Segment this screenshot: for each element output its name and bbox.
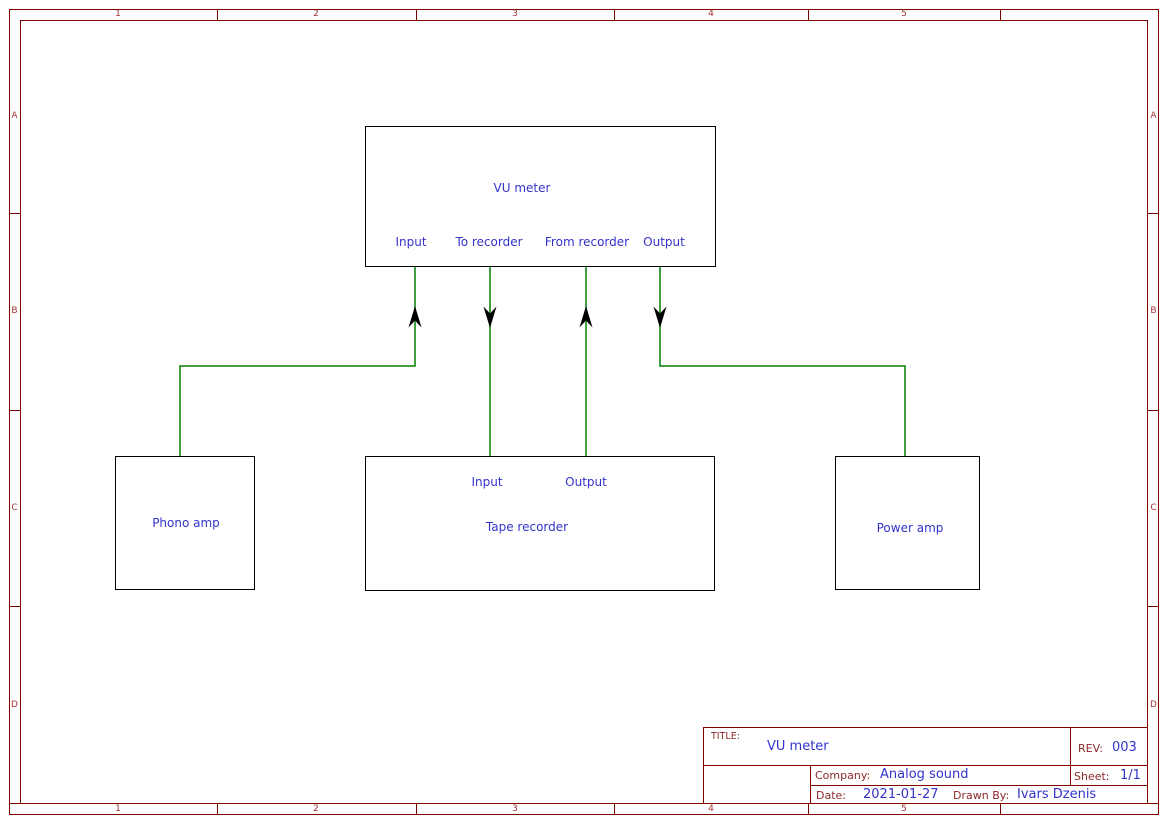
frame-tick xyxy=(1148,410,1159,411)
rev-label: REV: xyxy=(1078,742,1103,755)
date-value: 2021-01-27 xyxy=(863,787,939,802)
arrowhead-up-icon xyxy=(408,306,422,328)
block-vu-meter[interactable] xyxy=(365,126,716,267)
sheet-label: Sheet: xyxy=(1074,770,1110,783)
title-value: VU meter xyxy=(767,739,829,754)
column-label-top: 3 xyxy=(512,9,518,19)
vu-meter-port-output: Output xyxy=(643,235,685,249)
frame-tick xyxy=(614,9,615,20)
company-value: Analog sound xyxy=(880,767,969,782)
column-label-top: 5 xyxy=(901,9,907,19)
title-label: TITLE: xyxy=(711,731,740,742)
frame-tick xyxy=(9,606,20,607)
wire-vu-output-to-power[interactable] xyxy=(659,267,906,456)
row-label-right: C xyxy=(1150,503,1157,513)
frame-tick xyxy=(808,804,809,815)
title-block-divider xyxy=(1070,727,1071,785)
company-label: Company: xyxy=(815,769,871,782)
arrowhead-down-icon xyxy=(653,306,667,328)
tape-recorder-port-output: Output xyxy=(565,475,607,489)
frame-tick xyxy=(1000,9,1001,20)
column-label-bottom: 4 xyxy=(708,804,714,814)
column-label-bottom: 1 xyxy=(115,804,121,814)
vu-meter-title: VU meter xyxy=(493,181,551,195)
title-block-divider xyxy=(703,765,1148,766)
row-label-right: D xyxy=(1150,700,1157,710)
column-label-bottom: 5 xyxy=(901,804,907,814)
row-label-right: A xyxy=(1150,111,1157,121)
vu-meter-port-to-recorder: To recorder xyxy=(455,235,523,249)
frame-tick xyxy=(808,9,809,20)
frame-tick xyxy=(1000,804,1001,815)
title-block-divider xyxy=(810,785,1148,786)
row-label-left: B xyxy=(11,306,18,316)
drawn-by-value: Ivars Dzenis xyxy=(1017,787,1097,802)
tape-recorder-port-input: Input xyxy=(471,475,503,489)
power-amp-title: Power amp xyxy=(876,521,944,535)
vu-meter-port-from-recorder: From recorder xyxy=(544,235,630,249)
row-label-right: B xyxy=(1150,306,1157,316)
arrowhead-up-icon xyxy=(579,306,593,328)
vu-meter-port-input: Input xyxy=(395,235,427,249)
wire-phono-to-vu-input[interactable] xyxy=(179,267,416,456)
drawn-by-label: Drawn By: xyxy=(953,789,1010,802)
frame-tick xyxy=(9,410,20,411)
arrowhead-down-icon xyxy=(483,306,497,328)
frame-outer-border xyxy=(9,9,1159,815)
block-tape-recorder[interactable] xyxy=(365,456,715,591)
frame-inner-border xyxy=(20,20,1148,804)
frame-tick xyxy=(416,9,417,20)
phono-amp-title: Phono amp xyxy=(152,516,220,530)
title-block-divider xyxy=(810,765,811,804)
row-label-left: C xyxy=(11,503,18,513)
sheet-value: 1/1 xyxy=(1120,768,1141,783)
frame-tick xyxy=(416,804,417,815)
column-label-top: 2 xyxy=(313,9,319,19)
column-label-top: 1 xyxy=(115,9,121,19)
date-label: Date: xyxy=(816,789,846,802)
tape-recorder-title: Tape recorder xyxy=(485,520,569,534)
frame-tick xyxy=(217,804,218,815)
rev-value: 003 xyxy=(1112,740,1137,755)
frame-tick xyxy=(9,213,20,214)
column-label-bottom: 2 xyxy=(313,804,319,814)
row-label-left: D xyxy=(11,700,18,710)
column-label-top: 4 xyxy=(708,9,714,19)
frame-tick xyxy=(614,804,615,815)
row-label-left: A xyxy=(11,111,18,121)
frame-tick xyxy=(1148,606,1159,607)
column-label-bottom: 3 xyxy=(512,804,518,814)
frame-tick xyxy=(1148,803,1159,804)
frame-tick xyxy=(217,9,218,20)
block-power-amp[interactable] xyxy=(835,456,980,590)
block-phono-amp[interactable] xyxy=(115,456,255,590)
frame-tick xyxy=(1148,213,1159,214)
frame-tick xyxy=(9,803,20,804)
